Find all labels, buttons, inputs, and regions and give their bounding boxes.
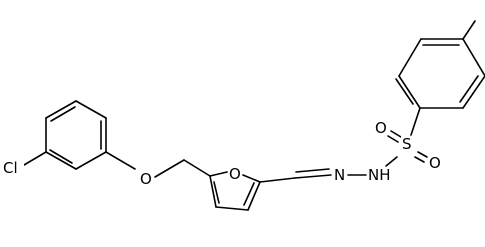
imine-nitrogen-label: N: [334, 166, 345, 184]
bonds: [23, 20, 485, 211]
sulfonyl-oxygen-bottom-label: O: [429, 154, 441, 172]
sulfonyl-oxygen-top-label: O: [375, 119, 387, 137]
atom-labels: Cl O O N NH S O O: [2, 119, 441, 188]
furan-oxygen-label: O: [229, 165, 241, 183]
sulfur-atom-label: S: [402, 135, 412, 153]
hydrazide-nh-label: NH: [368, 166, 391, 184]
ether-oxygen-label: O: [140, 170, 152, 188]
chlorine-atom-label: Cl: [3, 159, 18, 177]
